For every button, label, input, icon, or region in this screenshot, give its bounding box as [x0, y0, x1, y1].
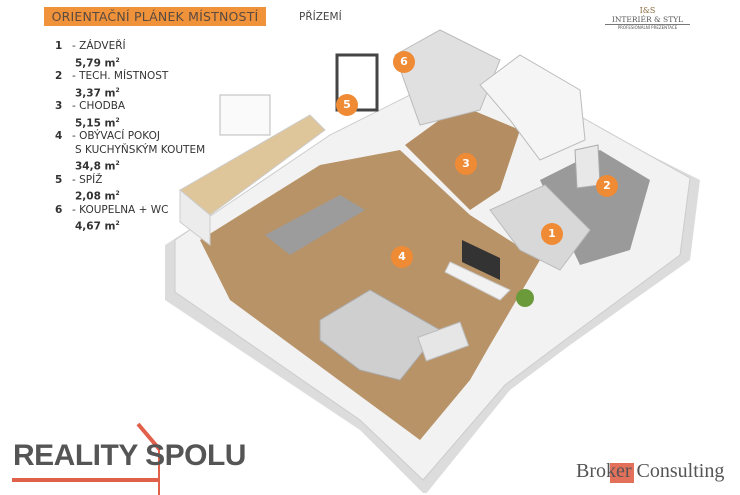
room-area: 2,08 m: [75, 190, 116, 203]
room-name: - SPÍŽ: [72, 173, 103, 186]
room-marker-2: 2: [596, 175, 618, 197]
legend-item: 3 - CHODBA 5,15 m2: [55, 100, 205, 130]
legend-item: 5 - SPÍŽ 2,08 m2: [55, 174, 205, 204]
room-name: - KOUPELNA + WC: [72, 203, 169, 216]
kitchen-cabinets: [179, 188, 211, 247]
room-number: 5: [55, 173, 63, 186]
room-marker-5: 5: [336, 94, 358, 116]
room-marker-4: 4: [391, 246, 413, 268]
room-number: 2: [55, 70, 63, 82]
room-area: 5,79 m: [75, 57, 116, 69]
room-name: - ZÁDVEŘÍ: [72, 40, 126, 52]
area-unit-sup: 2: [115, 56, 120, 64]
room-number: 4: [55, 130, 63, 142]
broker-logo-mark: [610, 463, 634, 483]
pantry-shelf: [335, 53, 379, 112]
legend-item: 6 - KOUPELNA + WC 4,67 m2: [55, 204, 205, 234]
legend-item: 2- TECH. MÍSTNOST 3,37 m2: [55, 70, 205, 100]
room-name: - OBÝVACÍ POKOJ: [72, 130, 160, 142]
reality-spolu-logo: REALITY SPOLU: [13, 439, 246, 472]
area-unit-sup: 2: [115, 190, 120, 197]
logo-tagline: PROFESIONÁLNÍ PREZENTACE: [617, 25, 678, 30]
room-number: 3: [55, 100, 63, 112]
coffee-table: [417, 321, 470, 362]
staircase: [479, 54, 586, 161]
sofa: [319, 289, 441, 381]
legend-item: 4 - OBÝVACÍ POKOJ S KUCHYŇSKÝM KOUTEM 34,…: [55, 130, 205, 174]
dining-table: [265, 195, 365, 255]
room-name-line2: S KUCHYŇSKÝM KOUTEM: [75, 143, 206, 156]
area-unit-sup: 2: [115, 116, 120, 124]
area-unit-sup: 2: [115, 86, 120, 94]
entry-floor: [489, 184, 591, 271]
room-name: - TECH. MÍSTNOST: [72, 70, 169, 82]
legend-item: 1 - ZÁDVEŘÍ 5,79 m2: [55, 40, 205, 70]
window: [219, 94, 271, 136]
logo-monogram: I&S: [639, 6, 656, 15]
room-legend: 1- ZÁDVEŘÍ 5,79 m2 2- TECH. MÍSTNOST 3,3…: [55, 40, 205, 234]
plant: [516, 289, 534, 307]
room-marker-1: 1: [541, 223, 563, 245]
tv: [462, 240, 500, 280]
room-area: 5,15 m: [75, 117, 116, 129]
room-area: 3,37 m: [75, 87, 116, 99]
room-marker-6: 6: [393, 51, 415, 73]
tv-stand: [444, 261, 511, 301]
room-area: 34,8 m: [75, 160, 116, 173]
floor-label: PŘÍZEMÍ: [299, 11, 342, 23]
logo-name: INTERIÉR & STYL: [605, 15, 690, 25]
room-marker-3: 3: [455, 153, 477, 175]
broker-consulting-logo: Broker Consulting: [576, 460, 725, 482]
page-title: ORIENTAČNÍ PLÁNEK MÍSTNOSTÍ: [44, 7, 266, 26]
reality-logo-roof-icon: [12, 422, 160, 495]
room-area: 4,67 m: [75, 220, 116, 233]
room-name: - CHODBA: [72, 100, 126, 112]
interier-styl-logo: I&S INTERIÉR & STYL PROFESIONÁLNÍ PREZEN…: [605, 6, 690, 30]
room-number: 6: [55, 203, 63, 216]
area-unit-sup: 2: [115, 160, 120, 167]
room-number: 1: [55, 40, 63, 52]
area-unit-sup: 2: [115, 220, 120, 227]
